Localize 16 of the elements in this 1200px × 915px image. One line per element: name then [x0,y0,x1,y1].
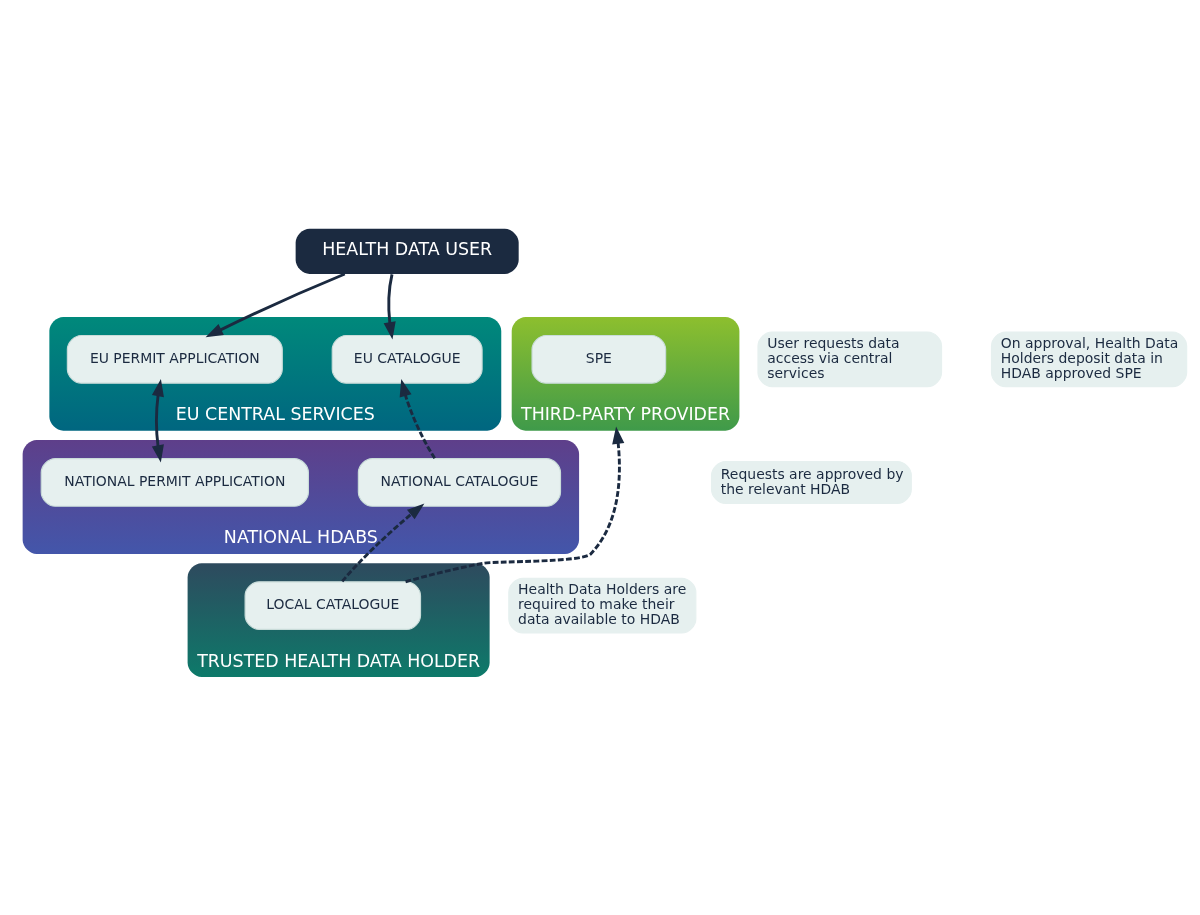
label: On approval, Health Data Holders deposit data in HDAB approved SPE [1000,334,1179,382]
node-box: LOCAL CATALOGUE [244,581,422,630]
arrow [205,272,346,338]
label: Health Data Holders are required to make their data available to HDAB [518,581,687,628]
label: Requests are approved by the relevant HDAB [720,465,904,497]
arrow [151,378,164,463]
arrow [405,426,625,584]
node-box: NATIONAL CATALOGUE [357,458,562,507]
node-box: EU CATALOGUE [331,334,483,384]
arrow [341,503,425,583]
node-box: EU PERMIT APPLICATION [66,334,283,384]
arrow [383,274,396,340]
node-box: SPE [531,334,667,384]
node-box: HEALTH DATA USER [295,228,519,274]
node-box: NATIONAL PERMIT APPLICATION [40,458,309,507]
label: User requests data access via central services [767,334,900,382]
